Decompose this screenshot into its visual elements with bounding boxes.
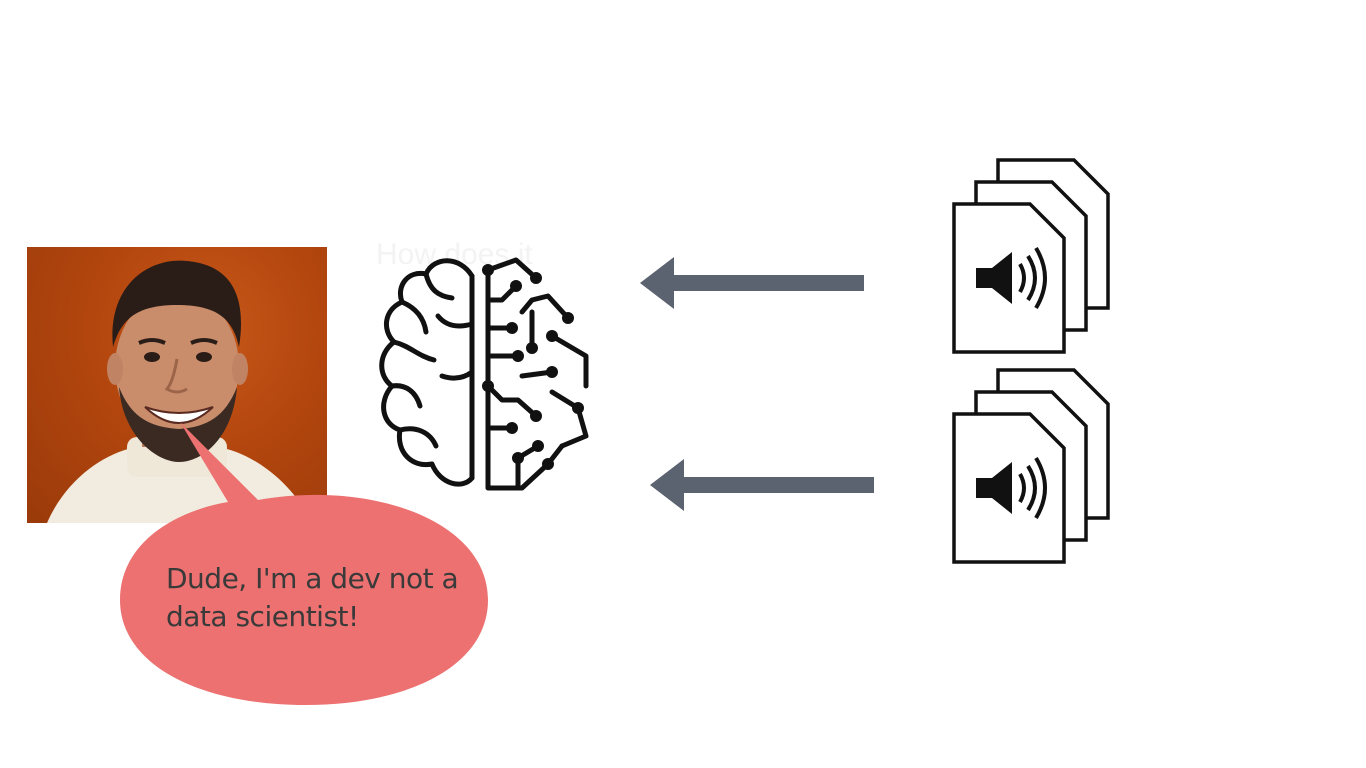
speaker-icon [976,246,1047,310]
arrow-left-icon [650,459,874,511]
presenter-photo [27,247,327,523]
arrow-left-icon [640,257,864,309]
speaker-icon [976,456,1047,520]
speech-bubble-text: Dude, I'm a dev not a data scientist! [166,562,459,633]
audio-files-icon [952,158,1110,354]
brain-circuit-icon [379,257,589,491]
speech-bubble [120,422,488,705]
audio-files-icon [952,368,1110,564]
presenter-illustration [47,260,312,523]
